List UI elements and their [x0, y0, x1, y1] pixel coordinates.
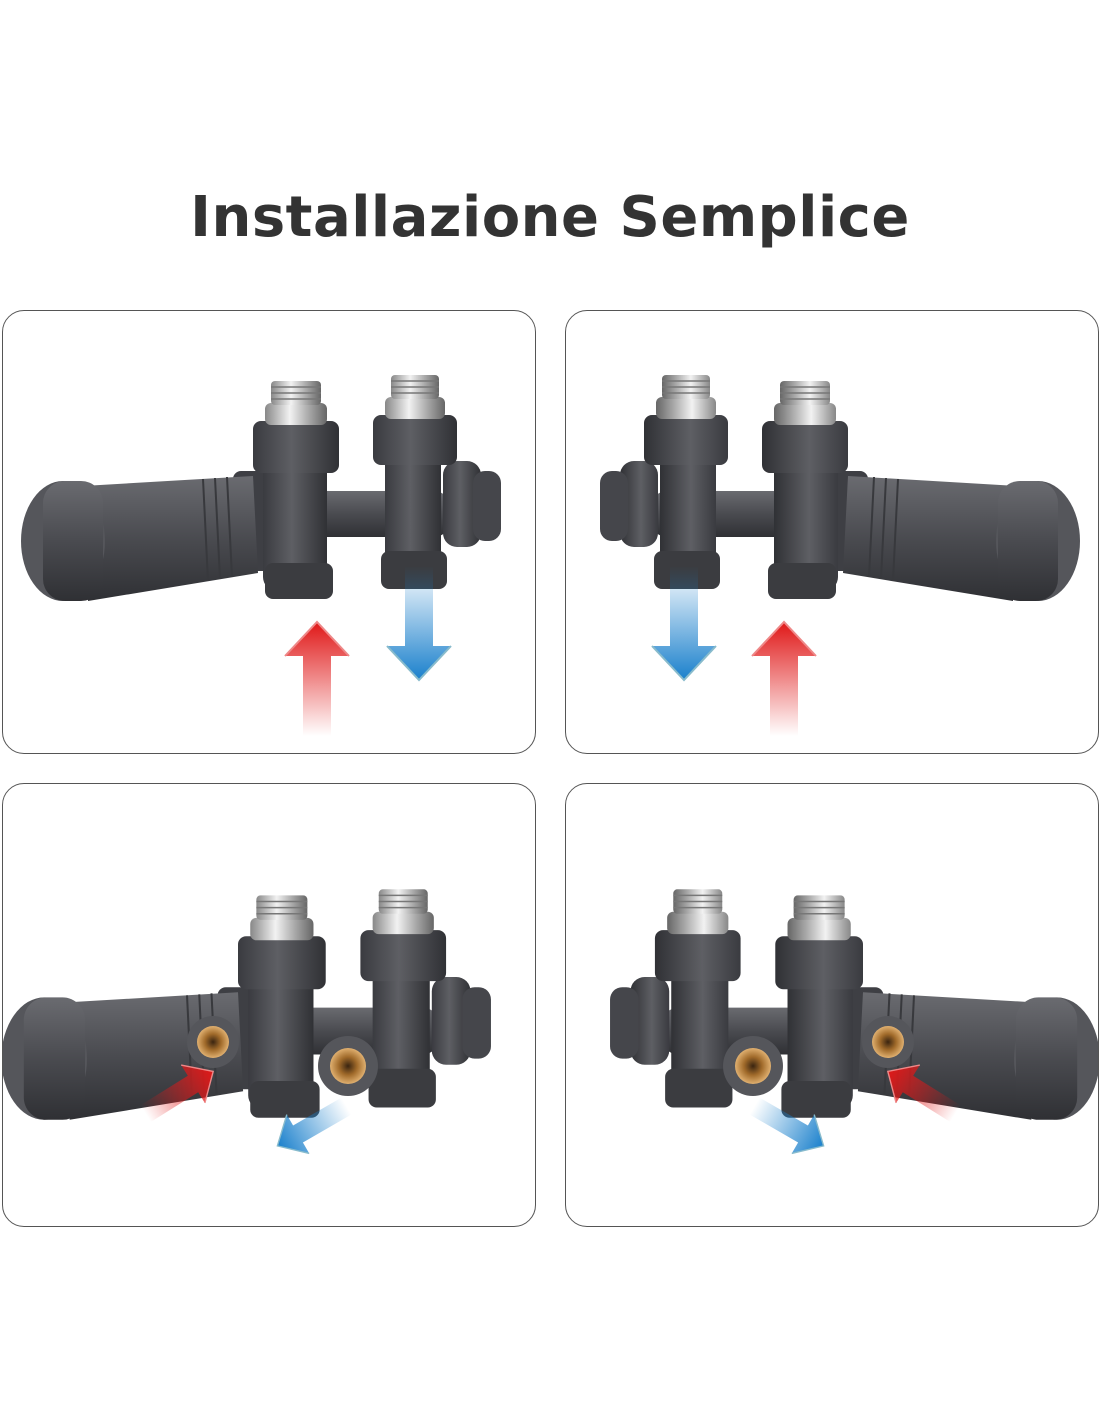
hot-flow-arrow-icon — [284, 621, 350, 737]
valve-illustration — [3, 888, 492, 1166]
page-title: Installazione Semplice — [190, 185, 910, 250]
brass-port-icon — [735, 1048, 771, 1084]
thermostatic-valve-image — [609, 888, 1098, 1121]
installation-panel-angled-left — [2, 783, 536, 1227]
brass-port-icon — [872, 1026, 904, 1058]
valve-illustration — [609, 888, 1098, 1166]
brass-port-icon — [197, 1026, 229, 1058]
hot-flow-arrow-icon — [751, 621, 817, 737]
brass-port-icon — [330, 1048, 366, 1084]
thermostatic-valve-image — [3, 888, 492, 1121]
installation-panel-front-right — [565, 310, 1099, 754]
installation-panel-front-left — [2, 310, 536, 754]
installation-panel-angled-right — [565, 783, 1099, 1227]
valve-illustration — [20, 374, 502, 737]
valve-illustration — [599, 374, 1081, 737]
